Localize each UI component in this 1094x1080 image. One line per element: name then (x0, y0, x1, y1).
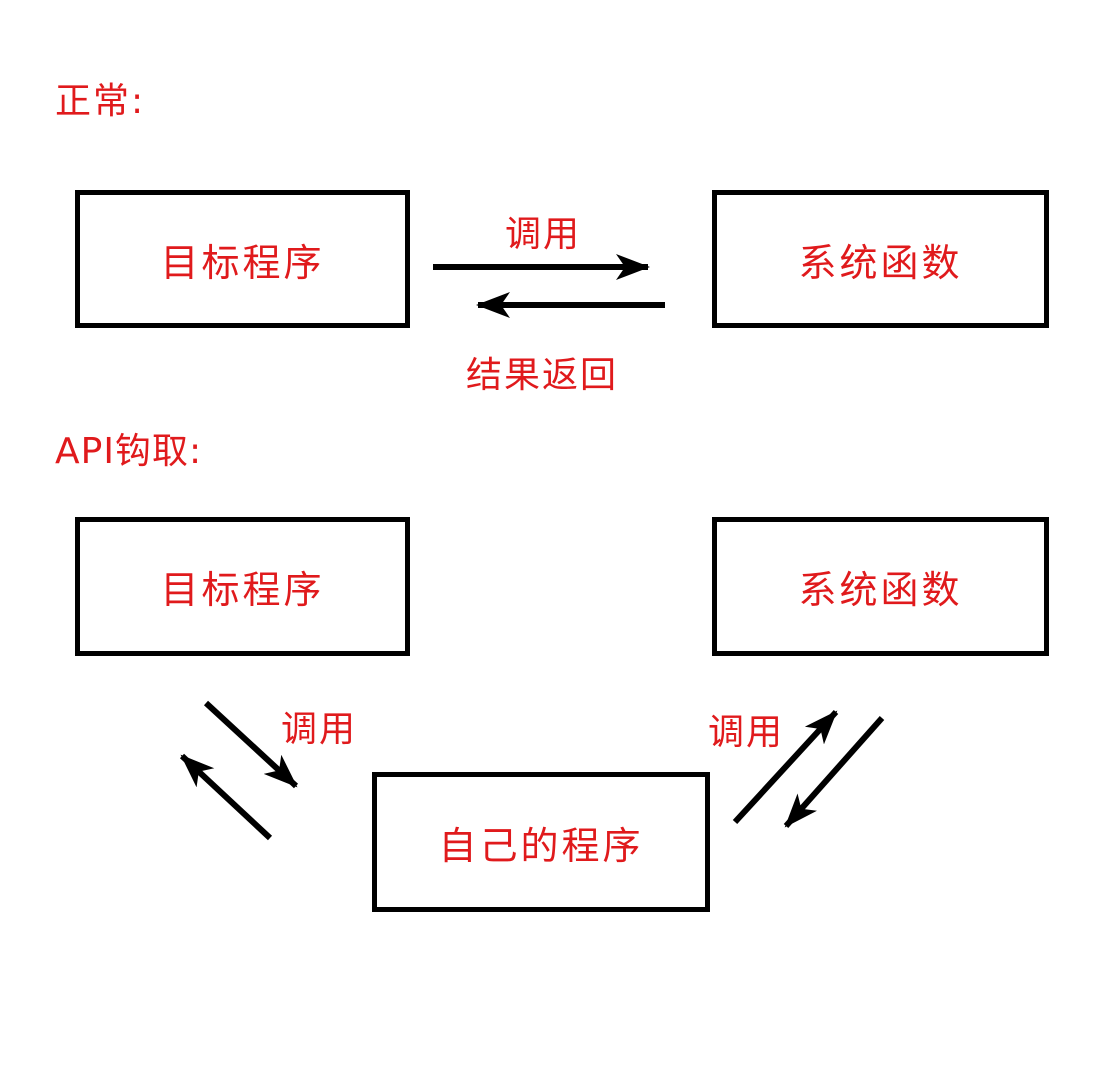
node-own-program-label: 自己的程序 (438, 823, 644, 868)
node-target-program-hook-label: 目标程序 (160, 568, 325, 612)
section-label-api-hook: API钩取: (55, 431, 203, 472)
section-label-normal: 正常: (55, 81, 146, 122)
node-system-function-hook-label: 系统函数 (798, 568, 963, 612)
node-own-program: 自己的程序 (372, 772, 710, 912)
arrow-return-system-to-own (783, 716, 885, 828)
node-system-function-normal: 系统函数 (712, 190, 1049, 328)
node-target-program-normal-label: 目标程序 (160, 240, 325, 285)
node-target-program-hook: 目标程序 (75, 517, 410, 656)
edge-label-result-return: 结果返回 (466, 355, 619, 396)
edge-label-call-left: 调用 (281, 709, 358, 750)
node-system-function-hook: 系统函数 (712, 517, 1049, 656)
node-target-program-normal: 目标程序 (75, 190, 410, 328)
arrow-return-own-to-target (179, 753, 273, 841)
edge-label-call-normal: 调用 (505, 214, 582, 255)
edge-label-call-right: 调用 (708, 712, 785, 753)
node-system-function-normal-label: 系统函数 (798, 240, 963, 285)
